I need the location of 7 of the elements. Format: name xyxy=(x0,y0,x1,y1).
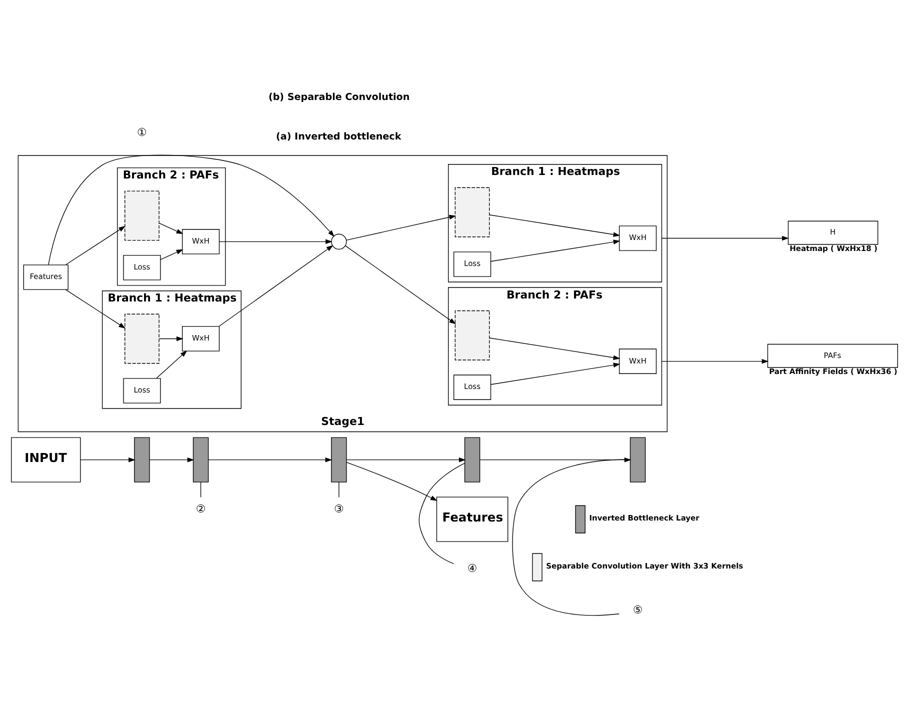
label: ① xyxy=(137,126,147,139)
node-text: ⑤ xyxy=(632,603,643,616)
label: (a) Inverted bottleneck xyxy=(276,131,402,142)
node-text: ③ xyxy=(334,502,344,515)
node-text: ④ xyxy=(467,561,478,574)
label: (b) Separable Convolution xyxy=(268,91,410,102)
node-text: ② xyxy=(196,502,206,515)
